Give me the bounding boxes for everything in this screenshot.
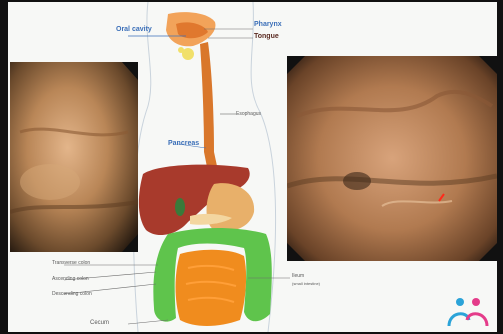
label-pharynx: Pharynx bbox=[254, 21, 282, 29]
endoscopy-image-right bbox=[287, 56, 497, 261]
label-tongue: Tongue bbox=[254, 33, 279, 41]
label-descending-colon: Descending colon bbox=[52, 291, 92, 297]
slide-screen: Oral cavity Pharynx Tongue Esophagus Pan… bbox=[8, 2, 497, 332]
label-cecum: Cecum bbox=[90, 320, 109, 326]
label-transverse-colon: Transverse colon bbox=[52, 260, 90, 266]
label-pancreas: Pancreas bbox=[168, 140, 199, 148]
label-oral-cavity: Oral cavity bbox=[116, 26, 152, 34]
logo-icon bbox=[445, 296, 491, 328]
label-ileum-sub: (small intestine) bbox=[292, 281, 320, 287]
label-ileum: Ileum bbox=[292, 273, 304, 279]
endoscopy-image-left bbox=[10, 62, 138, 252]
label-esophagus: Esophagus bbox=[236, 111, 261, 117]
label-ascending-colon: Ascending colon bbox=[52, 276, 89, 282]
